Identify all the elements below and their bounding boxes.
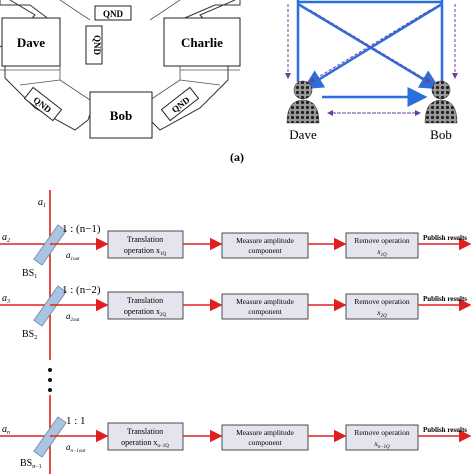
panel-a-label: (a) — [230, 150, 244, 164]
top-input-label: a1 — [38, 197, 46, 209]
translation-text-2a: Translation — [127, 296, 163, 305]
measure-text-3b: component — [248, 438, 282, 447]
measure-box-3 — [221, 424, 309, 451]
classical-diag-1 — [309, 9, 431, 83]
stage-row-2: a3 BS2 1 : (n−2) a2out Translation opera… — [0, 284, 472, 341]
measure-text-1a: Measure amplitude — [236, 236, 294, 245]
beam-splitter-1 — [33, 224, 67, 266]
input-label-3: an — [2, 424, 10, 436]
translation-text-3a: Translation — [127, 427, 163, 436]
beam-splitter-3 — [33, 416, 67, 458]
publish-label-2: Publish results — [423, 295, 467, 303]
link-diag-2 — [302, 2, 443, 90]
node-dave-label: Dave — [17, 35, 45, 50]
classical-diag-2 — [309, 9, 431, 83]
remove-text-3b: xn−1Q — [373, 439, 390, 450]
qnd-box-left: QND — [23, 86, 63, 122]
publish-label-3: Publish results — [423, 426, 467, 434]
network-bob-label: Bob — [430, 127, 452, 142]
publish-label-1: Publish results — [423, 234, 467, 242]
bob-person-icon — [424, 80, 458, 124]
translation-box-2 — [107, 291, 184, 320]
translation-text-3b: operation xn−1Q — [121, 438, 169, 449]
network-diagram: Dave Bob — [285, 0, 458, 142]
stage-row-1: a2 BS1 1 : (n−1) a1out Translation opera… — [0, 223, 472, 280]
qnd-topology: Dave Charlie Bob QND QND QND QND — [0, 0, 241, 139]
dave-person-icon — [286, 80, 320, 124]
measure-box-1 — [221, 232, 309, 259]
splitter-label-2: BS2 — [22, 329, 37, 341]
translation-text-2b: operation x2Q — [124, 307, 167, 318]
measure-box-2 — [221, 293, 309, 320]
qnd-box-right: QND — [160, 86, 200, 122]
ratio-label-3: 1 : 1 — [66, 415, 86, 427]
splitter-label-1: BS1 — [22, 268, 37, 280]
remove-text-2a: Remove operation — [354, 297, 409, 306]
remove-text-1a: Remove operation — [354, 236, 409, 245]
remove-box-1 — [345, 232, 419, 259]
stage-row-3: an BSn−1 1 : 1 an−1out Translation opera… — [0, 415, 472, 470]
continuation-dots — [48, 368, 52, 392]
node-bob-label: Bob — [110, 108, 132, 123]
measure-text-2b: component — [248, 307, 282, 316]
splitter-label-3: BSn−1 — [20, 458, 42, 470]
node-bob-box — [89, 91, 153, 139]
input-label-2: a3 — [2, 293, 10, 305]
measure-text-3a: Measure amplitude — [236, 428, 294, 437]
remove-text-3a: Remove operation — [354, 428, 409, 437]
output-label-2: a2out — [66, 311, 80, 323]
translation-text-1a: Translation — [127, 235, 163, 244]
remove-box-2 — [345, 293, 419, 320]
translation-text-1b: operation x1Q — [124, 246, 167, 257]
output-label-1: a1out — [66, 250, 80, 262]
node-dave-box — [1, 17, 61, 67]
link-diag-1 — [297, 2, 441, 90]
input-label-1: a2 — [2, 232, 10, 244]
remove-box-3 — [345, 424, 419, 451]
ratio-label-2: 1 : (n−2) — [62, 284, 101, 296]
qnd-box-top: QND — [94, 5, 132, 21]
qnd-label-center: QND — [92, 35, 102, 56]
node-charlie-box — [163, 17, 241, 67]
measure-text-1b: component — [248, 246, 282, 255]
beam-splitter-2 — [33, 285, 67, 327]
qnd-label-top: QND — [103, 9, 124, 19]
measure-text-2a: Measure amplitude — [236, 297, 294, 306]
ratio-label-1: 1 : (n−1) — [62, 223, 101, 235]
remove-text-2b: x2Q — [376, 308, 387, 319]
qnd-box-center: QND — [85, 25, 103, 65]
node-charlie-label: Charlie — [181, 35, 223, 50]
output-label-3: an−1out — [66, 442, 86, 454]
network-dave-label: Dave — [289, 127, 317, 142]
translation-box-3 — [107, 422, 184, 451]
remove-text-1b: x1Q — [376, 247, 387, 258]
